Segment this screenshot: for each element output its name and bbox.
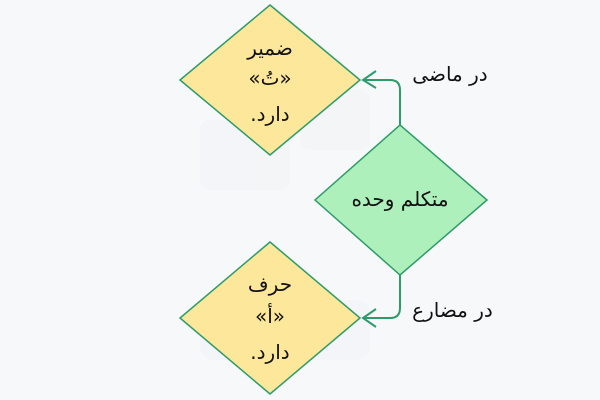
edge-past-label: در ماضی bbox=[412, 62, 488, 86]
top-node-line3: دارد. bbox=[250, 102, 290, 126]
bottom-node-line2: «أ» bbox=[254, 304, 286, 328]
arrowhead-left-icon bbox=[361, 308, 377, 328]
top-node-line1: ضمیر bbox=[247, 36, 293, 60]
top-diamond-node bbox=[178, 4, 362, 156]
bottom-node-line1: حرف bbox=[247, 272, 293, 296]
bottom-node-line3: دارد. bbox=[250, 340, 290, 364]
bottom-diamond-node bbox=[178, 241, 362, 395]
arrowhead-left-icon bbox=[361, 70, 377, 89]
center-node-text: متکلم وحده bbox=[351, 187, 449, 211]
edge-present-connector bbox=[363, 275, 401, 319]
top-node-line2: «تُ» bbox=[248, 66, 292, 90]
edge-past-connector bbox=[363, 79, 401, 125]
edge-present-label: در مضارع bbox=[412, 298, 493, 322]
